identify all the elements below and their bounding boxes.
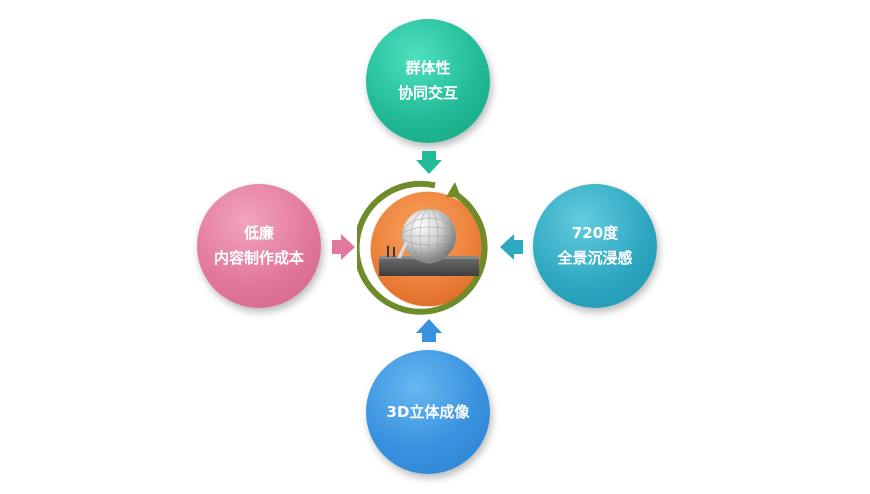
feature-circle-left: 低廉 内容制作成本 [197,184,321,308]
arrow-left-icon [500,234,523,260]
feature-top-line1: 群体性 [405,59,451,77]
feature-bottom-line1: 3D立体成像 [386,402,470,421]
feature-left-line2: 内容制作成本 [213,249,304,267]
feature-circle-top: 群体性 协同交互 [366,19,490,143]
arrow-right-icon [332,234,355,260]
feature-right-line2: 全景沉浸感 [557,249,633,267]
dome-theater-image [357,180,488,315]
arrow-down-icon [416,151,442,174]
feature-right-line1: 720度 [571,224,619,242]
feature-circle-bottom: 3D立体成像 [366,350,490,474]
feature-top-line2: 协同交互 [397,84,458,102]
arrow-up-icon [416,319,442,342]
feature-circle-right: 720度 全景沉浸感 [533,184,657,308]
feature-left-line1: 低廉 [243,224,274,242]
